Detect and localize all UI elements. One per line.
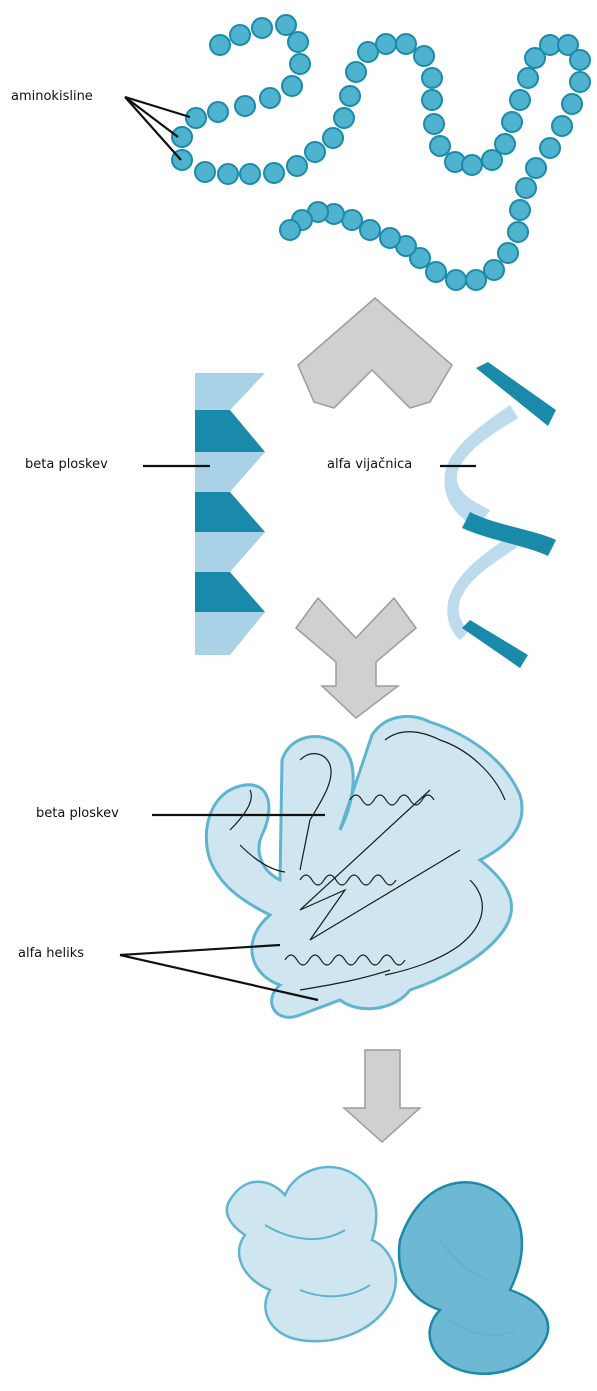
merge-arrow bbox=[296, 598, 416, 718]
amino-acid-bead bbox=[280, 220, 300, 240]
amino-acid-bead bbox=[446, 270, 466, 290]
amino-acid-bead bbox=[210, 35, 230, 55]
amino-acid-bead bbox=[422, 90, 442, 110]
amino-acid-bead bbox=[323, 128, 343, 148]
amino-acid-bead bbox=[288, 32, 308, 52]
amino-acid-bead bbox=[430, 136, 450, 156]
amino-acid-bead bbox=[484, 260, 504, 280]
amino-acid-bead bbox=[414, 46, 434, 66]
split-arrow bbox=[298, 298, 452, 408]
amino-acid-bead bbox=[552, 116, 572, 136]
amino-acid-bead bbox=[508, 222, 528, 242]
beta-sheet-zigzag bbox=[195, 373, 265, 655]
amino-acid-bead bbox=[305, 142, 325, 162]
quaternary-structure bbox=[227, 1167, 548, 1374]
amino-acid-bead bbox=[230, 25, 250, 45]
amino-acid-bead bbox=[570, 50, 590, 70]
amino-acid-bead bbox=[252, 18, 272, 38]
amino-acid-bead bbox=[498, 243, 518, 263]
amino-acid-bead bbox=[172, 127, 192, 147]
amino-acid-bead bbox=[342, 210, 362, 230]
amino-acid-bead bbox=[340, 86, 360, 106]
amino-acid-bead bbox=[376, 34, 396, 54]
amino-acid-bead bbox=[290, 54, 310, 74]
down-arrow bbox=[344, 1050, 420, 1142]
amino-acid-bead bbox=[195, 162, 215, 182]
amino-acid-chain bbox=[172, 15, 590, 290]
label-alfa-vijacnica: alfa vijačnica bbox=[327, 457, 412, 472]
amino-acid-bead bbox=[282, 76, 302, 96]
amino-acid-bead bbox=[540, 138, 560, 158]
amino-acid-bead bbox=[264, 163, 284, 183]
label-beta-ploskev-top: beta ploskev bbox=[25, 457, 108, 472]
amino-acid-bead bbox=[360, 220, 380, 240]
amino-acid-bead bbox=[240, 164, 260, 184]
amino-acid-bead bbox=[208, 102, 228, 122]
tertiary-structure bbox=[206, 716, 522, 1017]
amino-acid-bead bbox=[235, 96, 255, 116]
label-alfa-heliks: alfa heliks bbox=[18, 946, 84, 961]
amino-acid-bead bbox=[502, 112, 522, 132]
amino-acid-bead bbox=[426, 262, 446, 282]
amino-acid-bead bbox=[287, 156, 307, 176]
amino-acid-bead bbox=[424, 114, 444, 134]
amino-acid-bead bbox=[516, 178, 536, 198]
amino-acid-bead bbox=[562, 94, 582, 114]
amino-acid-bead bbox=[422, 68, 442, 88]
amino-acid-bead bbox=[358, 42, 378, 62]
amino-acid-bead bbox=[276, 15, 296, 35]
amino-acid-bead bbox=[218, 164, 238, 184]
amino-acid-bead bbox=[466, 270, 486, 290]
amino-acid-bead bbox=[186, 108, 206, 128]
amino-acid-bead bbox=[526, 158, 546, 178]
amino-acid-bead bbox=[510, 200, 530, 220]
label-beta-ploskev-bottom: beta ploskev bbox=[36, 806, 119, 821]
amino-acid-bead bbox=[380, 228, 400, 248]
amino-acid-bead bbox=[495, 134, 515, 154]
amino-acid-bead bbox=[346, 62, 366, 82]
amino-acid-bead bbox=[462, 155, 482, 175]
alpha-helix-ribbon bbox=[444, 362, 556, 668]
amino-acid-bead bbox=[570, 72, 590, 92]
amino-acid-bead bbox=[334, 108, 354, 128]
label-aminokisline: aminokisline bbox=[11, 89, 93, 104]
amino-acid-bead bbox=[260, 88, 280, 108]
amino-acid-bead bbox=[518, 68, 538, 88]
amino-acid-bead bbox=[510, 90, 530, 110]
amino-acid-bead bbox=[396, 34, 416, 54]
